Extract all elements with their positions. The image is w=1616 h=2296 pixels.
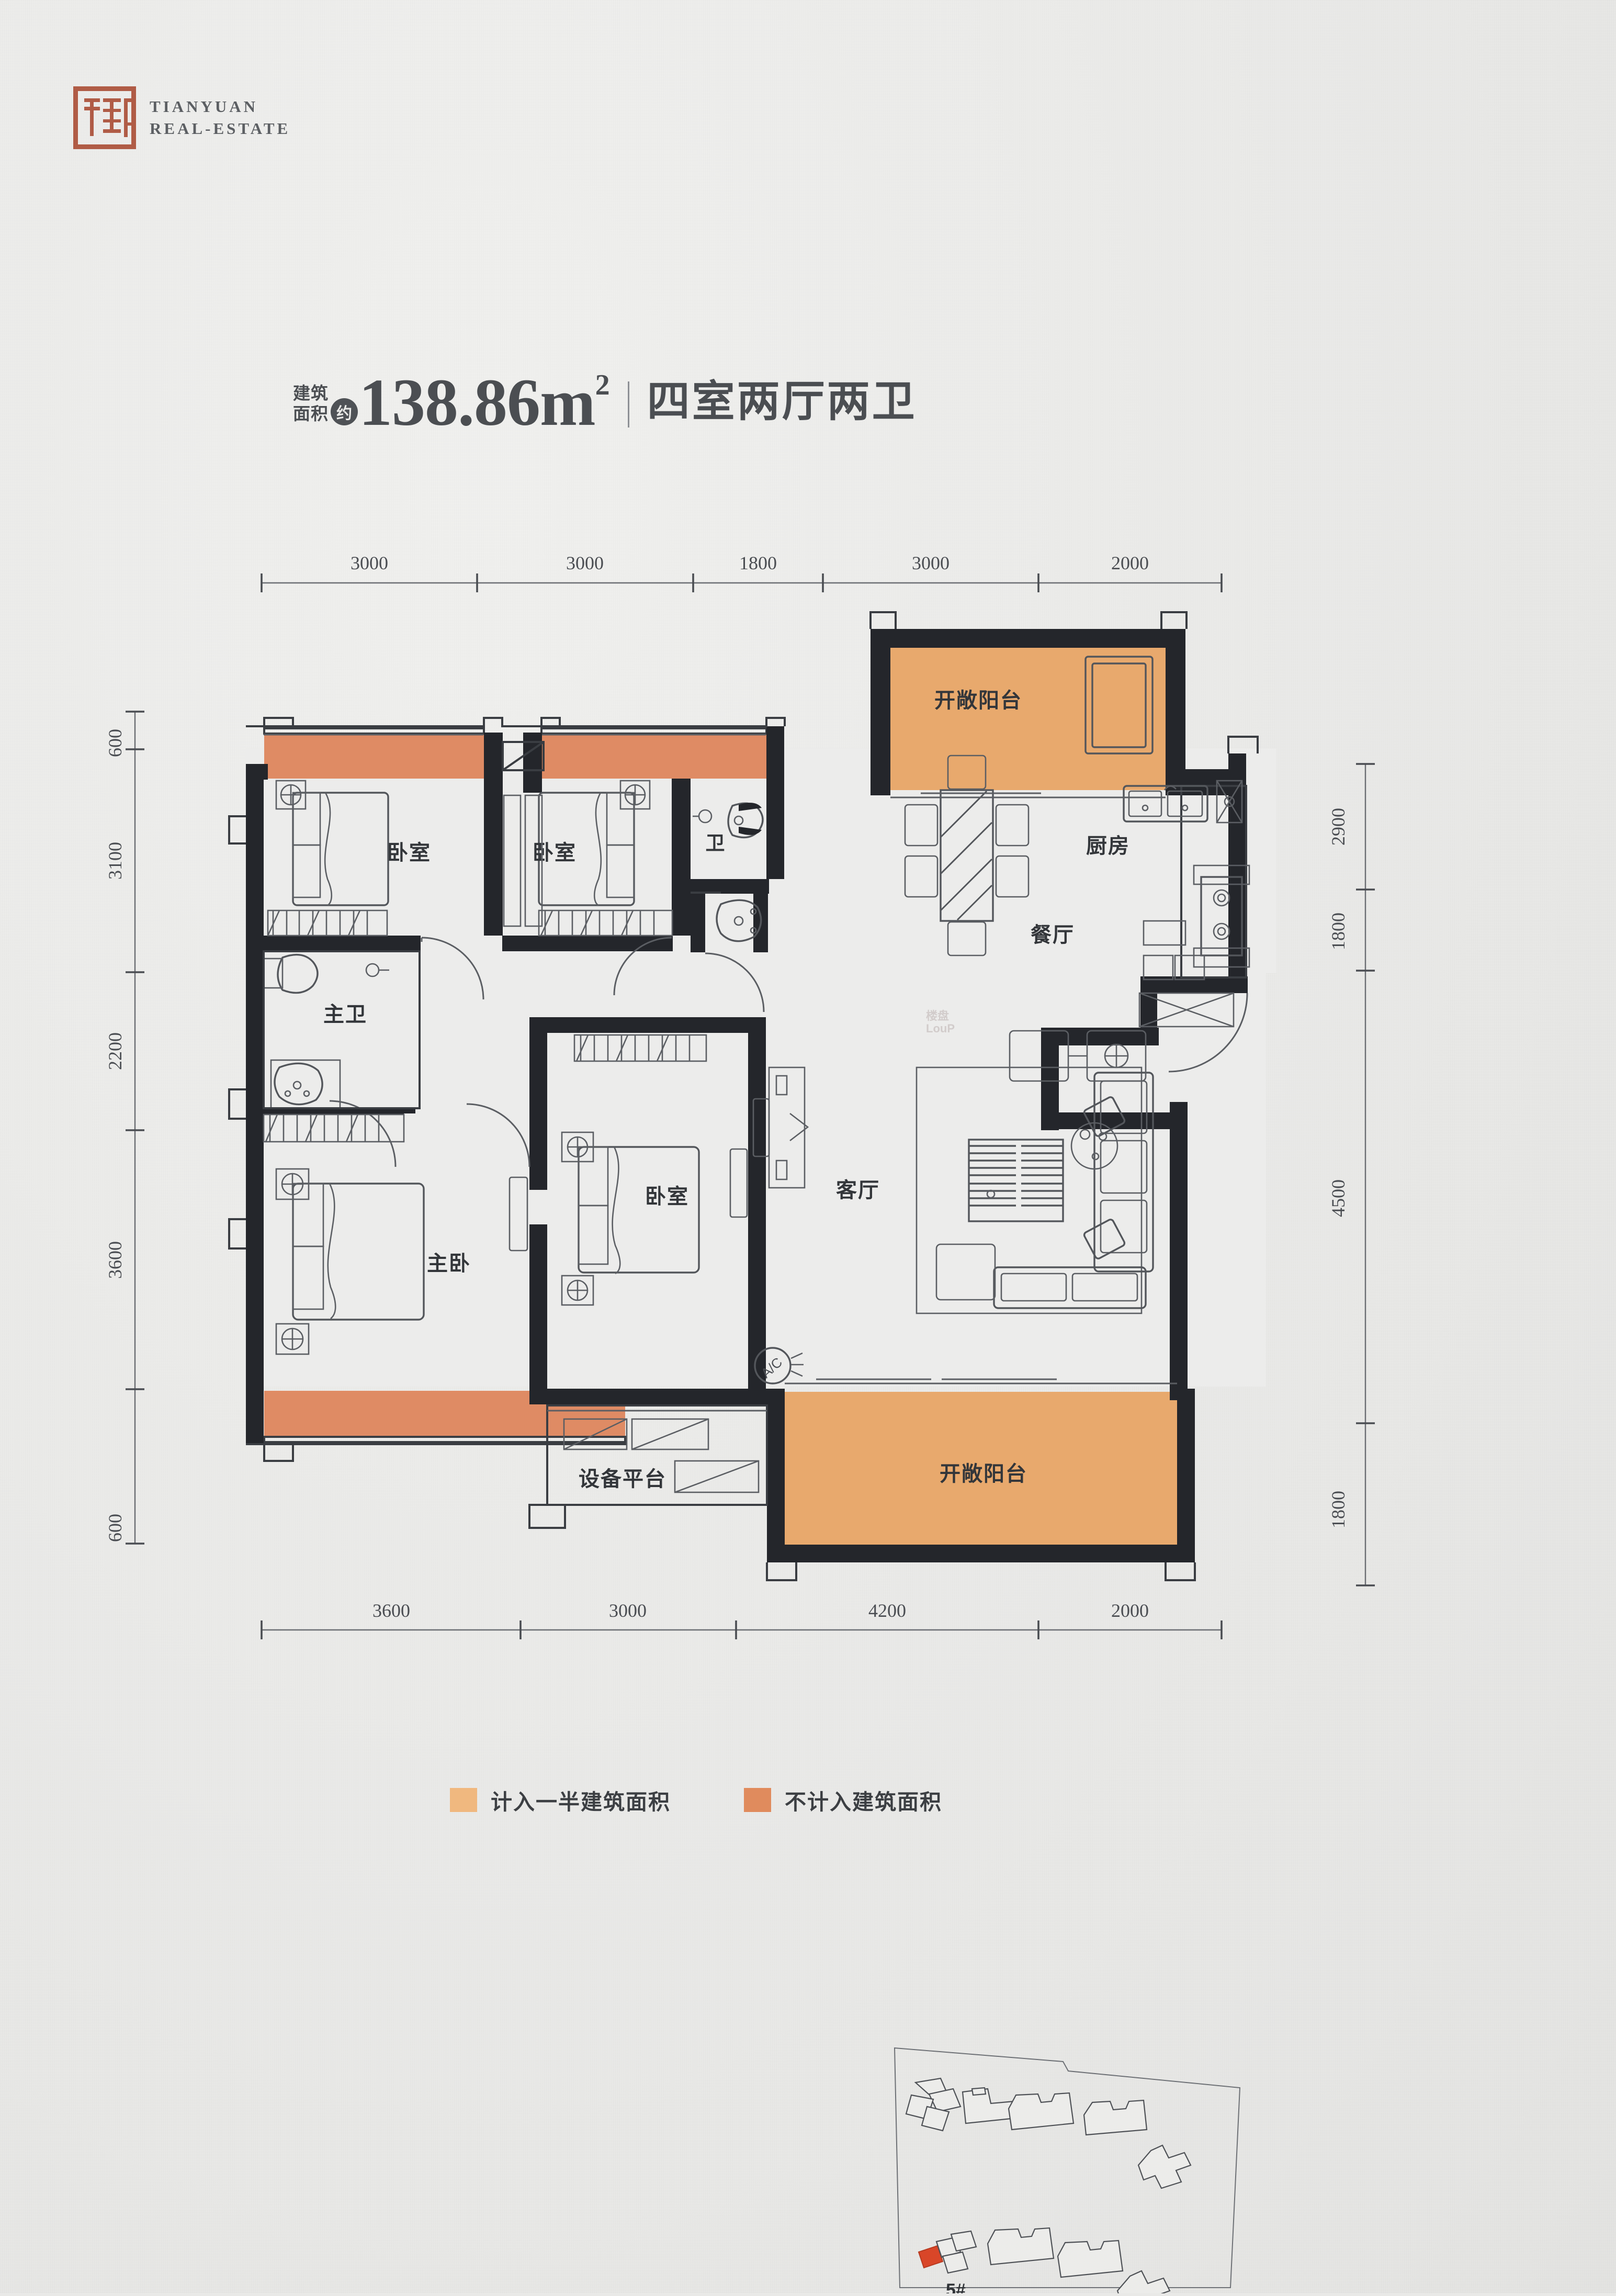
site-building-6 — [987, 2227, 1055, 2266]
seal-icon — [73, 86, 136, 149]
bay-window-north-left — [263, 725, 485, 779]
site-building-4 — [1083, 2099, 1148, 2136]
dim-top-1: 3000 — [566, 553, 604, 573]
dim-left-1: 3100 — [105, 842, 126, 880]
dim-bottom-0: 3600 — [372, 1600, 410, 1621]
brand-name-line2: REAL-ESTATE — [150, 119, 291, 138]
dimension-column-left: 600 3100 2200 3600 600 — [105, 711, 144, 1545]
floor-plan: .w {fill:#24262b;} /* solid structural w… — [0, 544, 1616, 1695]
dim-right-2: 4500 — [1328, 1179, 1349, 1217]
equipment-platform-area: 设备平台 — [563, 1418, 760, 1493]
room-label-dining-room: 餐厅 — [1031, 924, 1075, 947]
room-label-equipment-platform: 设备平台 — [579, 1468, 666, 1491]
furniture-kitchen: 厨房 — [1086, 780, 1250, 1028]
dimension-column-right: 2900 1800 4500 1800 — [1328, 763, 1375, 1586]
room-configuration: 四室两厅两卫 — [647, 378, 917, 425]
dim-right-0: 2900 — [1328, 808, 1349, 846]
room-label-balcony-south: 开敞阳台 — [940, 1462, 1027, 1485]
plan-body: 卧室 卧室 — [228, 611, 1276, 1581]
balcony-south-area — [779, 1392, 1193, 1549]
room-label-bathroom-master: 主卫 — [323, 1003, 367, 1026]
balcony-north-area — [889, 646, 1167, 790]
room-label-bedroom-1: 卧室 — [387, 841, 431, 864]
thin-walls — [228, 611, 1259, 1581]
dim-right-3: 1800 — [1328, 1491, 1349, 1528]
site-building-3 — [1008, 2092, 1075, 2131]
legend-swatch-not — [744, 1788, 771, 1812]
dim-bottom-2: 4200 — [868, 1600, 906, 1621]
room-label-living-room: 客厅 — [836, 1179, 880, 1202]
dim-top-0: 3000 — [351, 553, 388, 573]
furniture-bedroom-3: 卧室 — [508, 1034, 748, 1306]
approx-badge: 约 — [331, 398, 358, 425]
dimension-row-top: 3000 3000 1800 3000 2000 — [261, 553, 1223, 592]
brand-logo: TIANYUAN REAL-ESTATE — [73, 86, 290, 149]
dim-left-4: 600 — [105, 1514, 126, 1542]
legend-item-half-counted: 计入一半建筑面积 — [450, 1784, 671, 1816]
dim-top-3: 3000 — [912, 553, 950, 573]
site-building-label: 5# — [946, 2280, 966, 2293]
legend-label-not: 不计入建筑面积 — [785, 1790, 942, 1814]
site-building-7 — [1057, 2239, 1124, 2278]
furniture-dining-room: 餐厅 — [904, 755, 1075, 956]
site-building-2 — [962, 2087, 1017, 2124]
furniture-bedroom-2: 卧室 — [533, 780, 673, 937]
area-superscript: 2 — [595, 369, 610, 401]
room-label-kitchen: 厨房 — [1086, 835, 1130, 858]
page-title: 建筑 面积 约 138.86m 2 四室两厅两卫 — [293, 365, 917, 440]
site-building-cluster-1 — [905, 2077, 962, 2132]
room-label-bedroom-2: 卧室 — [533, 841, 577, 864]
room-label-bathroom-guest: 卫 — [706, 832, 726, 854]
dim-right-1: 1800 — [1328, 913, 1349, 950]
area-label-line1: 建筑 — [293, 384, 329, 403]
area-value: 138.86m — [359, 365, 596, 440]
room-label-balcony-north: 开敞阳台 — [934, 689, 1022, 712]
legend: 计入一半建筑面积 不计入建筑面积 — [450, 1784, 942, 1816]
site-plan: .bl{fill:#ececea;stroke:#4e5156;stroke-w… — [879, 2030, 1256, 2296]
sliding-door-corridor — [503, 794, 543, 927]
dim-top-4: 2000 — [1111, 553, 1149, 573]
title-divider — [627, 381, 629, 427]
legend-item-not-counted: 不计入建筑面积 — [744, 1784, 942, 1816]
sliding-doors — [264, 734, 1177, 1412]
furniture-bathroom-guest: 卫 — [691, 802, 764, 942]
furniture-bedroom-1: 卧室 — [267, 780, 431, 937]
room-label-bedroom-3: 卧室 — [645, 1185, 689, 1208]
window-panel-top — [502, 741, 545, 771]
furniture-bedroom-master: 主卧 — [275, 1168, 471, 1355]
door-swings — [329, 937, 1248, 1167]
site-building-highlighted — [918, 2230, 977, 2274]
furniture-bathroom-master: 主卫 — [263, 950, 421, 1143]
legend-label-half: 计入一半建筑面积 — [491, 1790, 671, 1814]
dim-left-3: 3600 — [105, 1241, 126, 1279]
brand-name-line1: TIANYUAN — [150, 97, 258, 116]
dimension-row-bottom: 3600 3000 4200 2000 — [261, 1600, 1223, 1639]
dim-bottom-1: 3000 — [609, 1600, 647, 1621]
legend-swatch-half — [450, 1788, 477, 1812]
area-label-line2: 面积 — [293, 404, 329, 424]
dim-left-0: 600 — [105, 729, 126, 757]
dim-left-2: 2200 — [105, 1032, 126, 1070]
room-label-bedroom-master: 主卧 — [427, 1252, 471, 1275]
dim-bottom-3: 2000 — [1111, 1600, 1149, 1621]
dim-top-2: 1800 — [739, 553, 777, 573]
structural-walls — [246, 629, 1248, 1562]
site-building-5 — [1137, 2144, 1192, 2189]
site-building-8 — [1116, 2270, 1171, 2296]
